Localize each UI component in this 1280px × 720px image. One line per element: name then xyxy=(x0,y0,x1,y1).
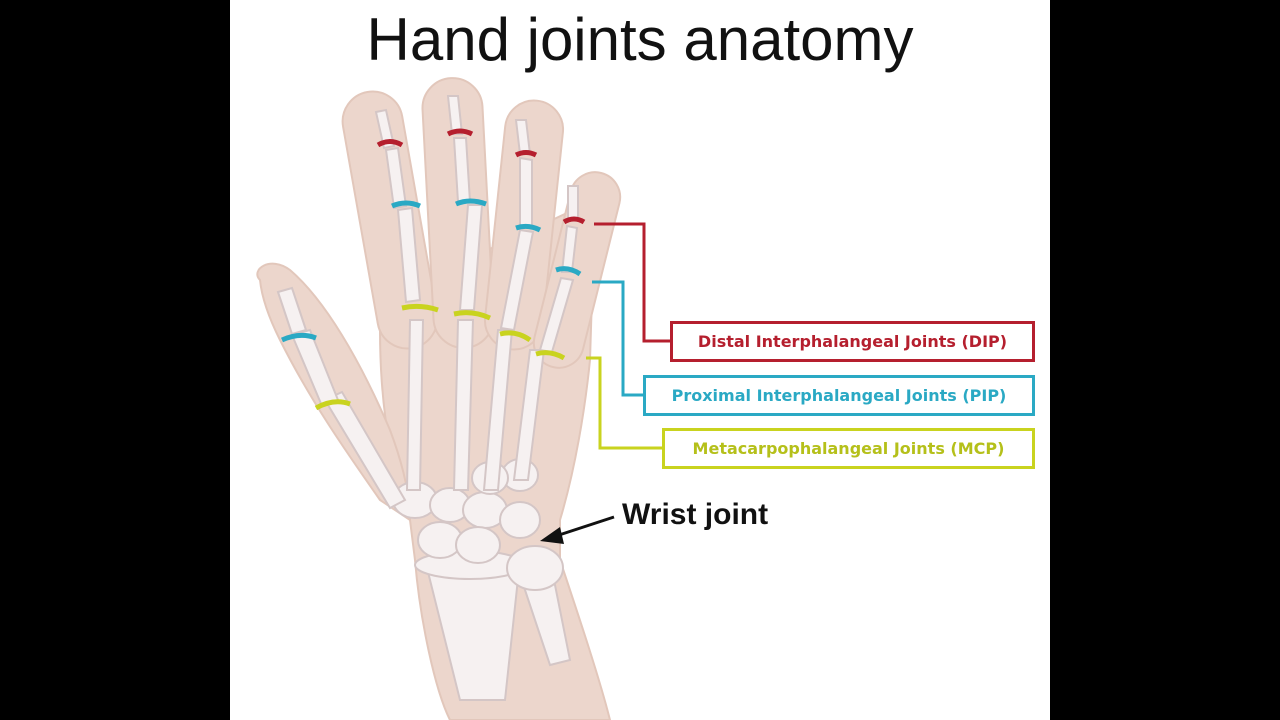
wrist-joint-label: Wrist joint xyxy=(622,498,769,531)
pip-leader-line xyxy=(592,280,643,397)
pip-label: Proximal Interphalangeal Joints (PIP) xyxy=(643,375,1035,416)
wrist-arrow xyxy=(540,515,615,544)
slide: Hand joints anatomy xyxy=(230,0,1050,720)
page-title: Hand joints anatomy xyxy=(366,6,914,73)
dip-joint-markers xyxy=(376,128,586,225)
hand-diagram xyxy=(256,77,670,720)
dip-label: Distal Interphalangeal Joints (DIP) xyxy=(670,321,1035,362)
dip-leader-line xyxy=(594,222,670,343)
mcp-joint-markers xyxy=(314,303,566,411)
mcp-label: Metacarpophalangeal Joints (MCP) xyxy=(662,428,1035,469)
hand-bones xyxy=(276,95,579,701)
mcp-leader-line xyxy=(586,356,662,450)
pip-joint-markers xyxy=(280,198,582,343)
